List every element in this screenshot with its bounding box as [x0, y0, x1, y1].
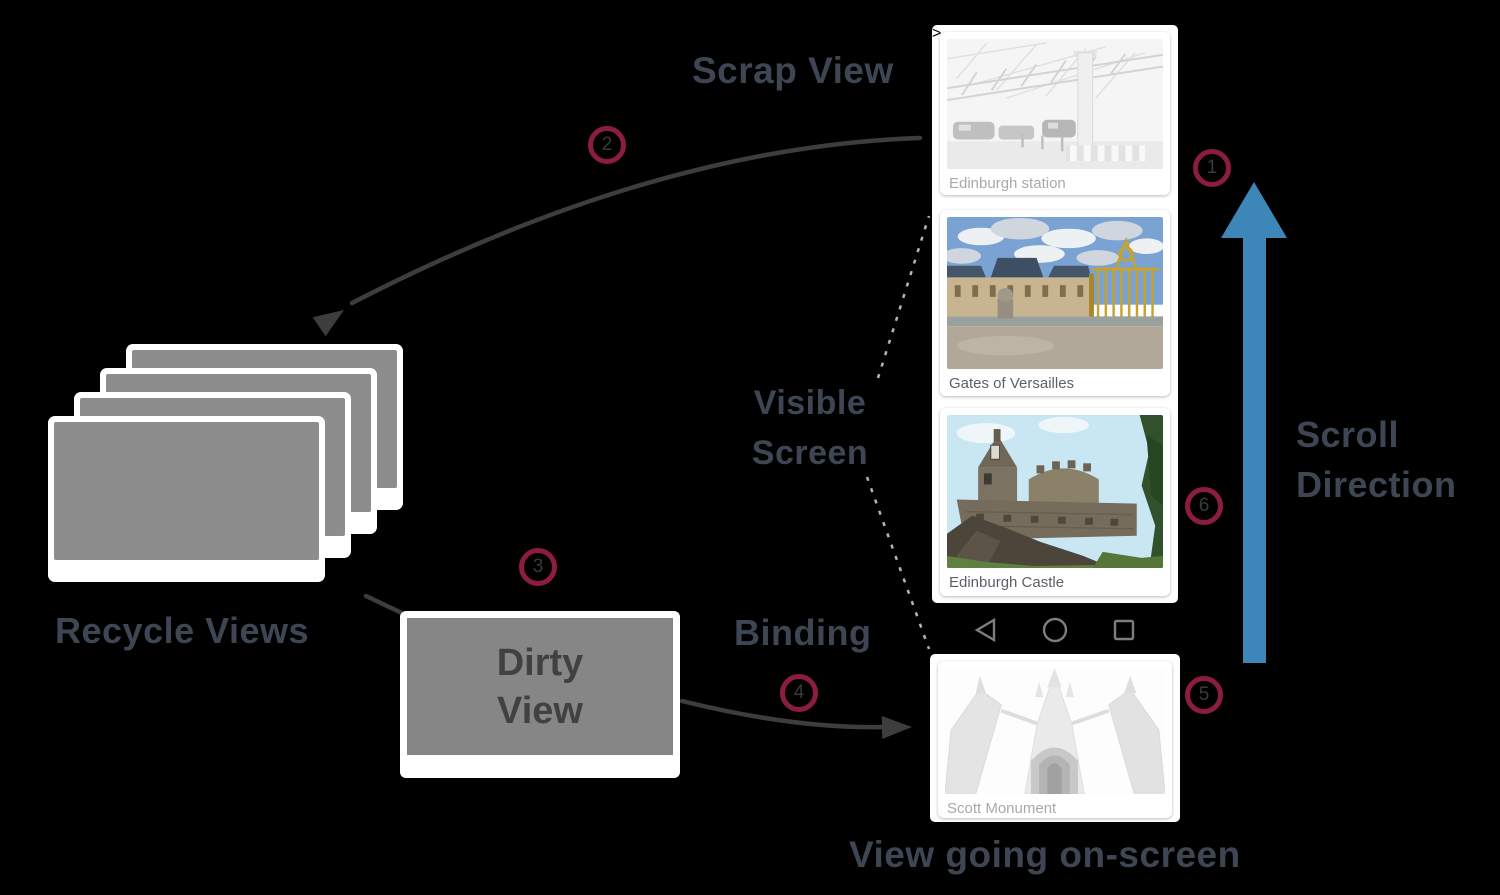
dirty-view-body: Dirty View — [407, 618, 673, 755]
home-icon — [1042, 617, 1068, 643]
step-badge-6: 6 — [1185, 487, 1223, 525]
card-gates-of-versailles: Gates of Versailles — [940, 210, 1170, 396]
card-edinburgh-station: Edinburgh station — [940, 32, 1170, 195]
step-badge-4: 4 — [780, 674, 818, 712]
scott-monument-photo — [945, 668, 1165, 794]
scrap-arrow-line — [349, 135, 923, 306]
card-caption: Edinburgh Castle — [949, 574, 1065, 591]
edinburgh-castle-photo — [947, 415, 1163, 568]
card-edinburgh-castle: Edinburgh Castle — [940, 408, 1170, 596]
step-badge-3: 3 — [519, 548, 557, 586]
back-icon — [974, 617, 996, 643]
scrap-arrow-head — [312, 310, 344, 337]
scrap-view-label: Scrap View — [692, 50, 894, 91]
step-badge-1: 1 — [1193, 149, 1231, 187]
stack-card-placeholder — [54, 422, 319, 560]
binding-arrow-line — [679, 698, 887, 730]
card-caption: Gates of Versailles — [949, 375, 1075, 392]
binding-arrow-head — [881, 716, 912, 740]
visible-screen-dash-bottom — [865, 476, 931, 650]
visible-screen-dash-top — [876, 215, 931, 379]
gates-of-versailles-photo — [947, 217, 1163, 369]
android-nav-bar — [932, 603, 1178, 657]
recycle-views-label: Recycle Views — [55, 610, 310, 651]
scroll-direction-arrow — [1221, 182, 1287, 663]
dirty-view-card: Dirty View — [400, 611, 680, 778]
stack-link-line — [363, 593, 405, 616]
view-going-onscreen-label: View going on-screen — [849, 834, 1241, 875]
binding-label: Binding — [734, 612, 872, 653]
visible-screen-label: Visible Screen — [751, 384, 869, 472]
card-scott-monument: Scott Monument — [938, 661, 1172, 818]
step-badge-2: 2 — [588, 126, 626, 164]
scroll-direction-label: Scroll Direction — [1296, 414, 1457, 505]
card-caption: Edinburgh station — [949, 175, 1066, 192]
edinburgh-station-photo — [947, 39, 1163, 169]
step-badge-5: 5 — [1185, 676, 1223, 714]
recents-icon — [1113, 619, 1135, 641]
dirty-view-label: Dirty View — [496, 641, 584, 732]
stack-card — [48, 416, 325, 582]
card-caption: Scott Monument — [947, 800, 1057, 817]
